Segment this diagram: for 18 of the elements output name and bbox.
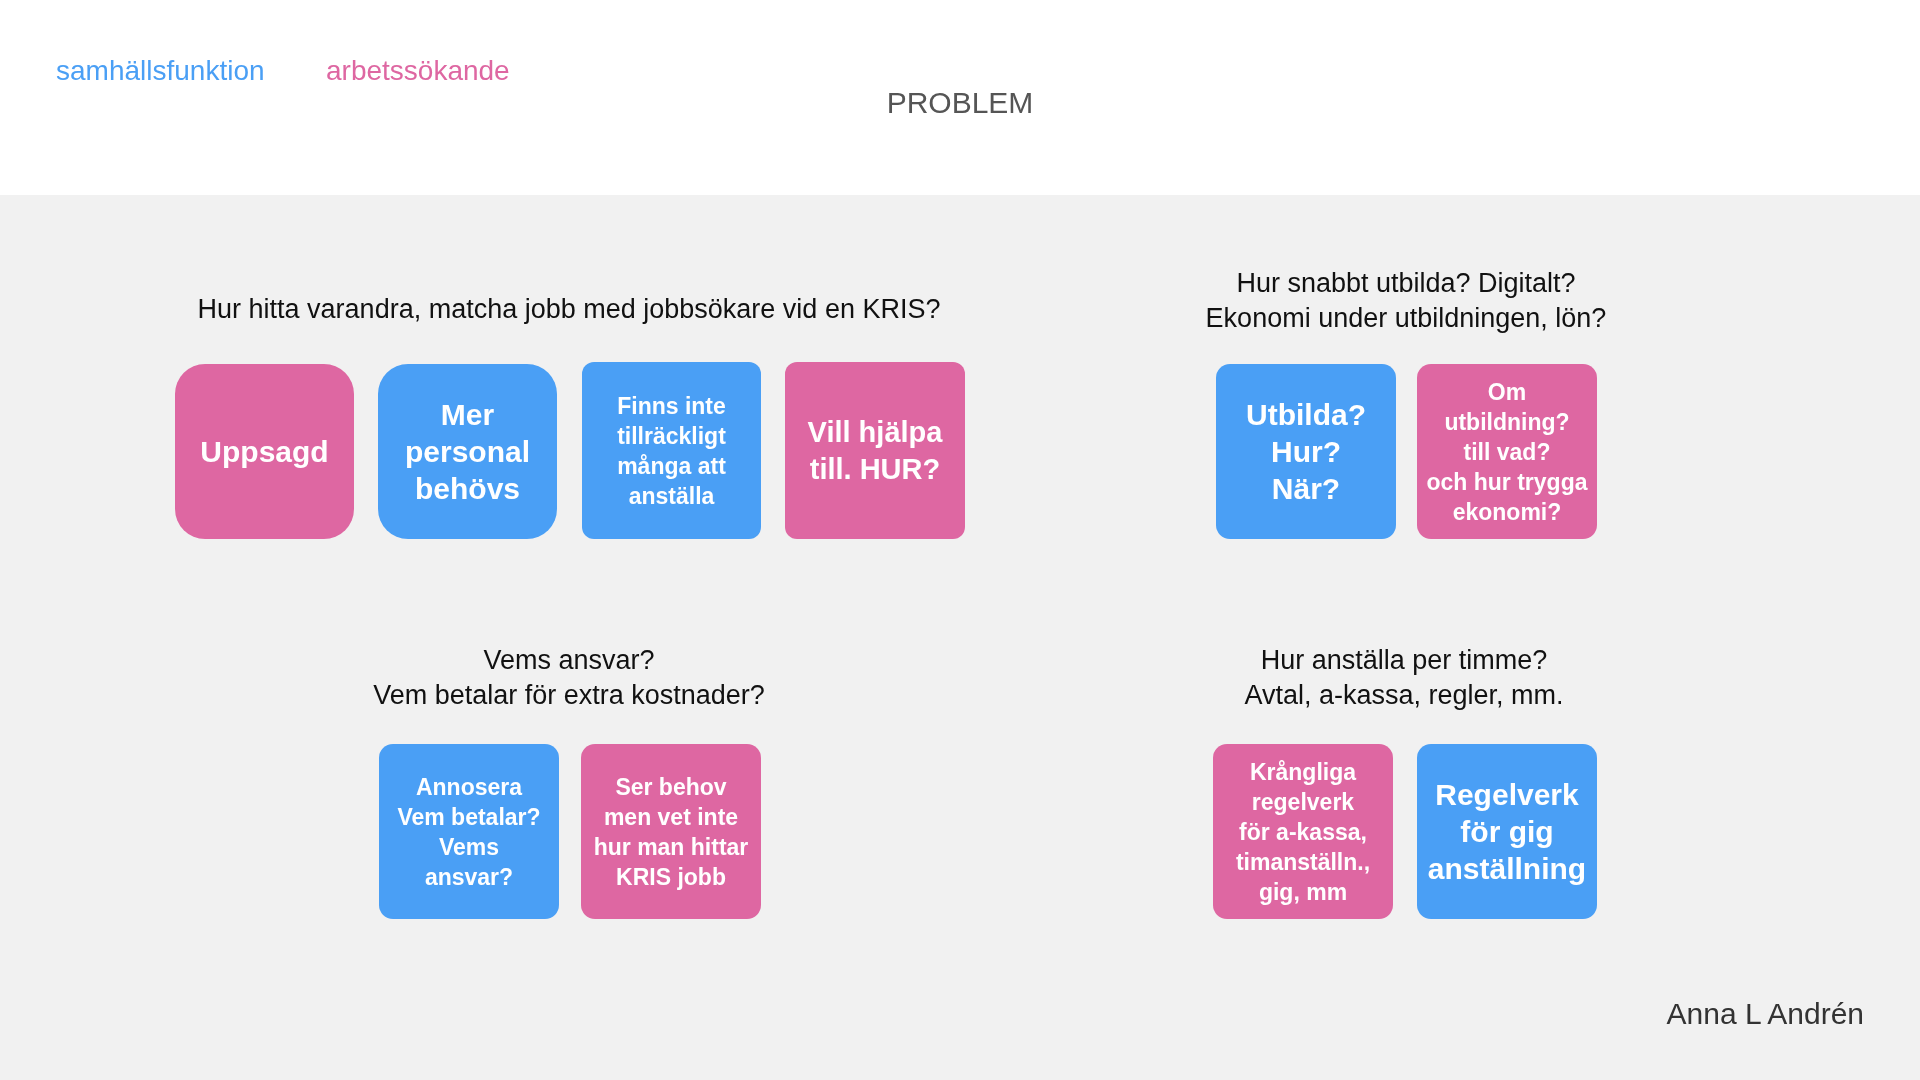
sticky-note: Vill hjälpa till. HUR? [785, 362, 965, 539]
sticky-note: Uppsagd [175, 364, 354, 539]
sticky-note: Utbilda? Hur? När? [1216, 364, 1396, 539]
sticky-note: Finns inte tillräckligt många att anställa [582, 362, 761, 539]
sticky-note: Ser behov men vet inte hur man hittar KRIS jobb [581, 744, 761, 919]
author-name: Anna L Andrén [1666, 996, 1864, 1032]
question-heading: Vems ansvar? Vem betalar för extra kostnader? [373, 644, 765, 712]
legend-label: samhällsfunktion [56, 54, 265, 88]
sticky-note: Om utbildning? till vad? och hur trygga ekonomi? [1417, 364, 1597, 539]
legend-label: arbetssökande [326, 54, 510, 88]
sticky-note: Annosera Vem betalar? Vems ansvar? [379, 744, 559, 919]
sticky-note: Regelverk för gig anställning [1417, 744, 1597, 919]
question-heading: Hur anställa per timme? Avtal, a-kassa, regler, mm. [1244, 644, 1564, 712]
question-heading: Hur hitta varandra, matcha jobb med jobbsökare vid en KRIS? [197, 293, 941, 326]
sticky-note: Krångliga regelverk för a-kassa, timanställn., gig, mm [1213, 744, 1393, 919]
sticky-note: Mer personal behövs [378, 364, 557, 539]
page-title: PROBLEM [886, 85, 1034, 121]
question-heading: Hur snabbt utbilda? Digitalt? Ekonomi under utbildningen, lön? [1205, 267, 1607, 335]
